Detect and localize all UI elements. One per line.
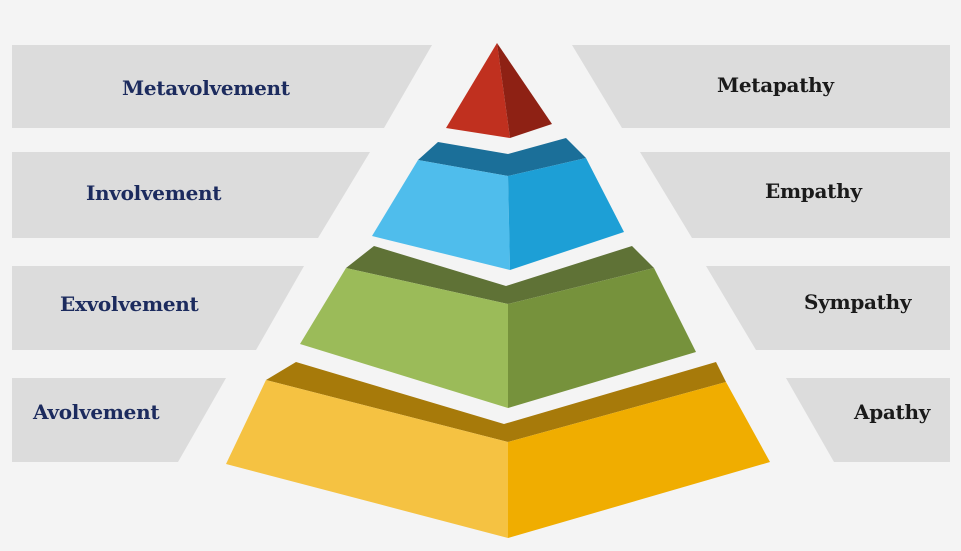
label-avolvement: Avolvement [33, 400, 160, 424]
pyramid-tier-2 [372, 138, 624, 270]
tier-1-front-left [446, 43, 510, 138]
tier-4-front-right [508, 382, 770, 538]
left-bands [12, 45, 432, 462]
tier-2-front-right [508, 158, 624, 270]
label-sympathy: Sympathy [804, 290, 912, 314]
pyramid-tier-4 [226, 362, 770, 538]
right-band-1 [572, 45, 950, 128]
right-band-4 [786, 378, 950, 462]
label-apathy: Apathy [854, 400, 931, 424]
label-involvement: Involvement [86, 181, 222, 205]
tier-1-front-right [497, 43, 552, 138]
tier-3-front-right [508, 268, 696, 408]
tier-2-top [418, 138, 586, 176]
left-band-3 [12, 266, 304, 350]
label-exvolvement: Exvolvement [60, 292, 199, 316]
left-band-4 [12, 378, 226, 462]
right-bands [572, 45, 950, 462]
left-band-2 [12, 152, 370, 238]
right-band-3 [706, 266, 950, 350]
tier-2-front-left [372, 160, 510, 270]
label-empathy: Empathy [765, 179, 862, 203]
tier-4-top [266, 362, 726, 442]
tier-3-top [346, 246, 654, 304]
label-metapathy: Metapathy [717, 73, 834, 97]
pyramid-tier-1 [446, 43, 552, 138]
tier-3-front-left [300, 268, 508, 408]
pyramid-tier-3 [300, 246, 696, 408]
label-metavolvement: Metavolvement [122, 76, 290, 100]
left-band-1 [12, 45, 432, 128]
right-band-2 [640, 152, 950, 238]
tier-4-front-left [226, 380, 508, 538]
